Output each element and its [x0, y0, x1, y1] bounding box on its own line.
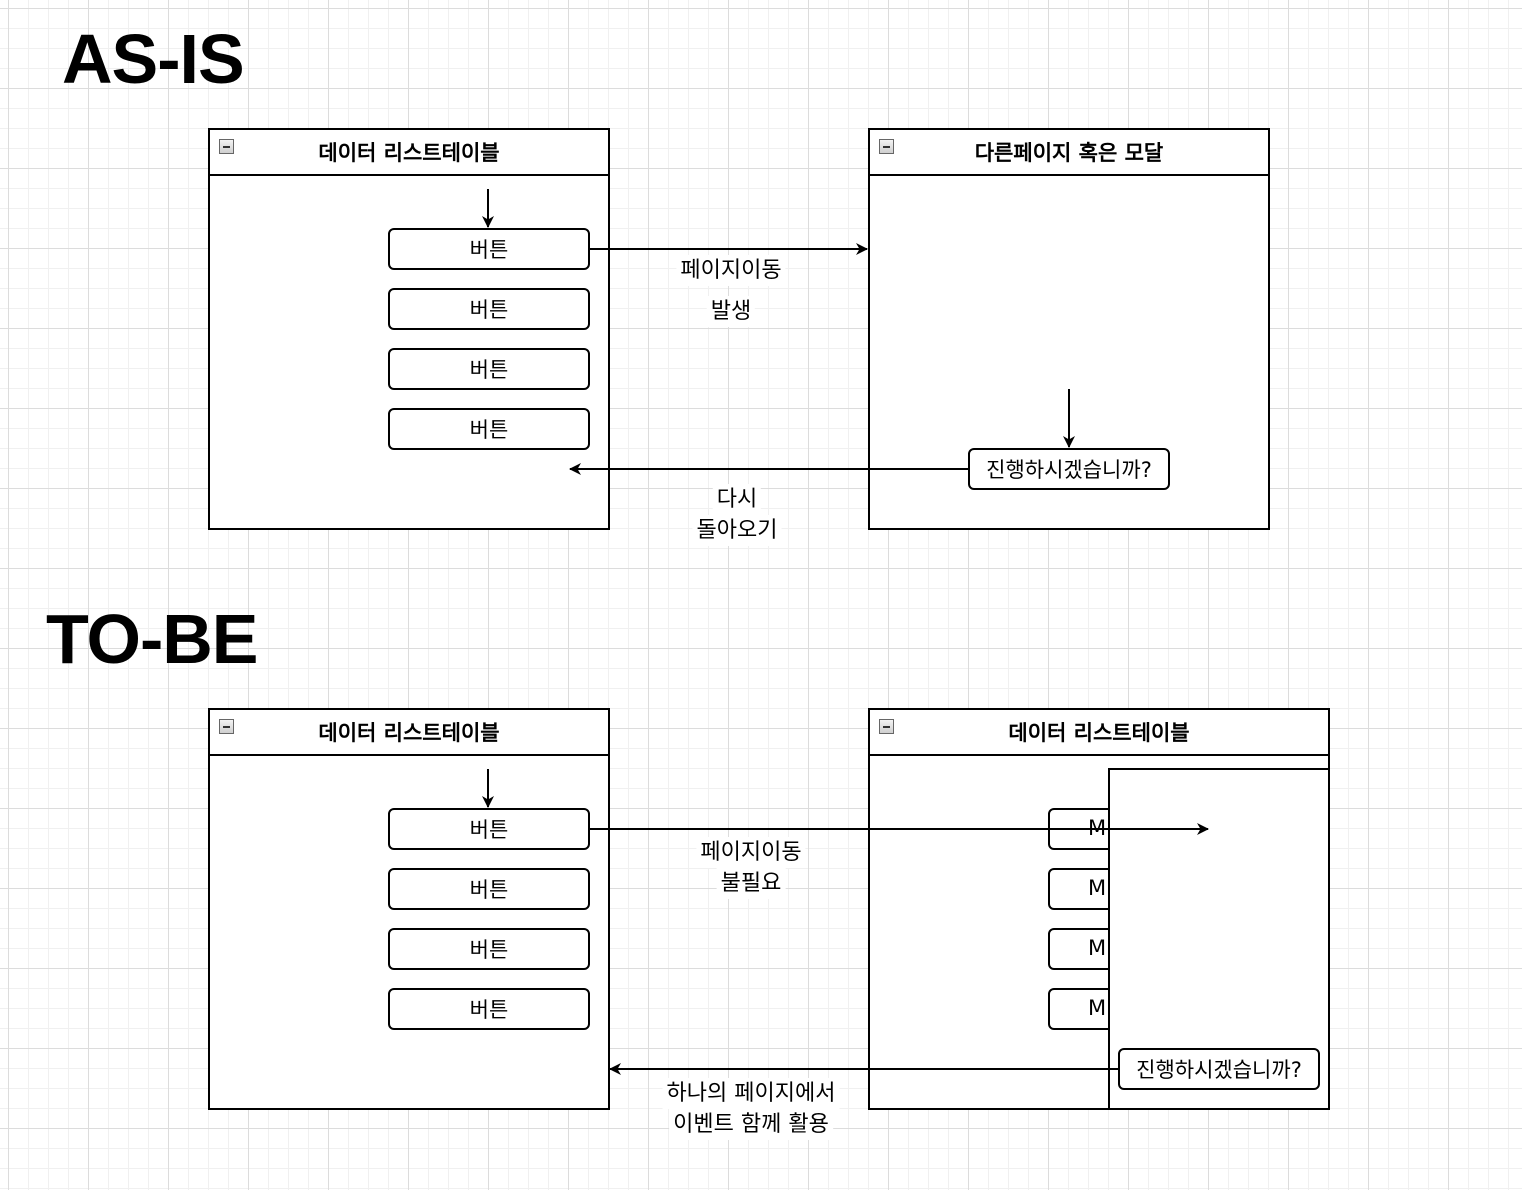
to-be-button-1[interactable]: 버튼: [388, 808, 590, 850]
as-is-title: AS-IS: [62, 20, 245, 98]
to-be-button-3[interactable]: 버튼: [388, 928, 590, 970]
to-be-list-table-header: 데이터 리스트테이블: [210, 710, 608, 756]
as-is-button-4[interactable]: 버튼: [388, 408, 590, 450]
as-is-button-3[interactable]: 버튼: [388, 348, 590, 390]
to-be-list-table-right-title: 데이터 리스트테이블: [1008, 721, 1190, 745]
collapse-icon[interactable]: [879, 719, 894, 734]
collapse-icon[interactable]: [219, 719, 234, 734]
as-is-button-2[interactable]: 버튼: [388, 288, 590, 330]
to-be-back-label-line1: 하나의 페이지에서: [662, 1078, 840, 1109]
as-is-back-label-line2: 돌아오기: [692, 515, 782, 546]
to-be-confirm-button[interactable]: 진행하시겠습니까?: [1118, 1048, 1320, 1090]
to-be-list-table-title: 데이터 리스트테이블: [318, 721, 500, 745]
to-be-list-table-right-header: 데이터 리스트테이블: [870, 710, 1328, 756]
to-be-forward-label-line1: 페이지이동: [696, 837, 806, 868]
as-is-button-1[interactable]: 버튼: [388, 228, 590, 270]
as-is-forward-label-line1: 페이지이동: [676, 255, 786, 286]
to-be-forward-label-line2: 불필요: [716, 868, 786, 899]
as-is-back-label-line1: 다시: [712, 484, 762, 515]
to-be-button-2[interactable]: 버튼: [388, 868, 590, 910]
to-be-title: TO-BE: [46, 600, 258, 678]
as-is-other-page-title: 다른페이지 혹은 모달: [974, 141, 1164, 165]
collapse-icon[interactable]: [879, 139, 894, 154]
as-is-list-table-header: 데이터 리스트테이블: [210, 130, 608, 176]
as-is-list-table-title: 데이터 리스트테이블: [318, 141, 500, 165]
to-be-back-label-line2: 이벤트 함께 활용: [669, 1109, 833, 1140]
to-be-button-4[interactable]: 버튼: [388, 988, 590, 1030]
as-is-confirm-button[interactable]: 진행하시겠습니까?: [968, 448, 1170, 490]
as-is-forward-label-line2: 발생: [706, 296, 756, 327]
collapse-icon[interactable]: [219, 139, 234, 154]
as-is-other-page-header: 다른페이지 혹은 모달: [870, 130, 1268, 176]
